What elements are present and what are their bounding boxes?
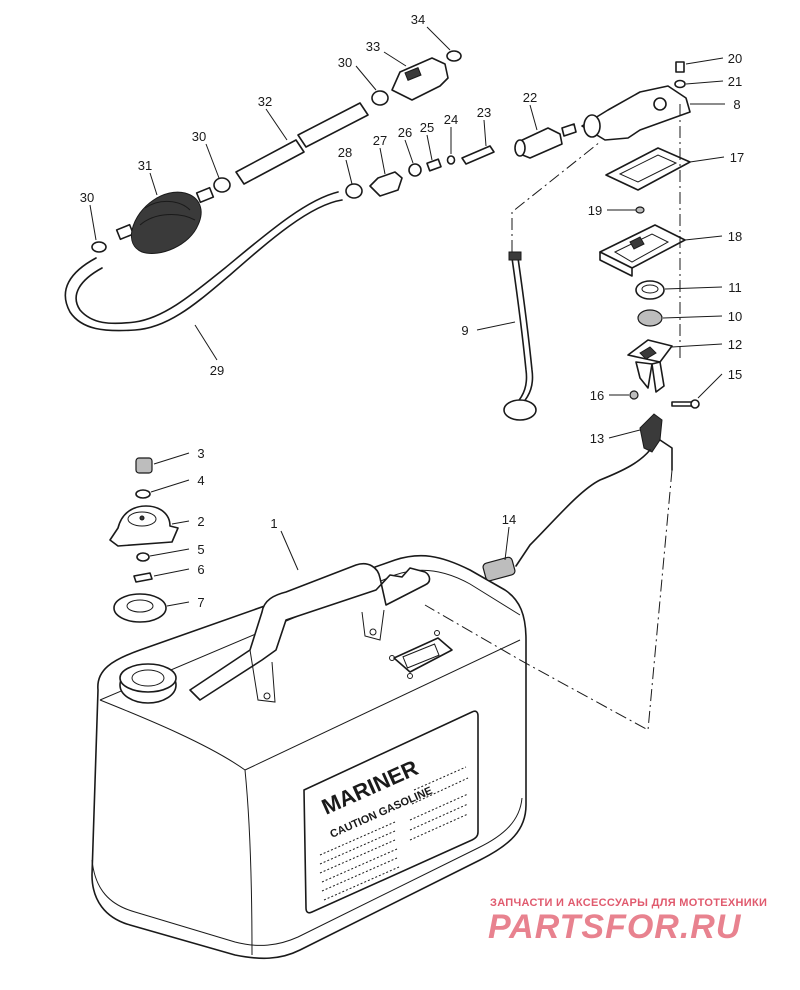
callout-15: 15 <box>728 367 742 382</box>
callout-27: 27 <box>373 133 387 148</box>
watermark: ЗАПЧАСТИ И АКСЕССУАРЫ ДЛЯ МОТОТЕХНИКИ PA… <box>488 897 767 946</box>
fuel-tank: MARINER CAUTION GASOLINE <box>91 554 527 960</box>
callout-19: 19 <box>588 203 602 218</box>
callout-33: 33 <box>366 39 380 54</box>
callout-34: 34 <box>411 12 425 27</box>
callout-30c: 30 <box>80 190 94 205</box>
callout-20: 20 <box>728 51 742 66</box>
assembly-centerlines <box>424 104 681 731</box>
callout-numbers: 1234567891011121314151617181920212223242… <box>80 12 744 610</box>
fuel-gauge-assembly <box>482 61 700 582</box>
callout-32: 32 <box>258 94 272 109</box>
callout-16: 16 <box>590 388 604 403</box>
callout-21: 21 <box>728 74 742 89</box>
watermark-tagline: ЗАПЧАСТИ И АКСЕССУАРЫ ДЛЯ МОТОТЕХНИКИ <box>490 897 767 909</box>
callout-5: 5 <box>197 542 204 557</box>
callout-18: 18 <box>728 229 742 244</box>
callout-10: 10 <box>728 309 742 324</box>
filler-cap-assembly <box>109 457 179 623</box>
callout-2: 2 <box>197 514 204 529</box>
callout-11: 11 <box>728 280 742 295</box>
callout-23: 23 <box>477 105 491 120</box>
callout-31: 31 <box>138 158 152 173</box>
fuel-hose-assembly <box>64 50 577 332</box>
watermark-logo: PARTSFOR.RU <box>488 908 742 946</box>
callout-24: 24 <box>444 112 458 127</box>
callout-6: 6 <box>197 562 204 577</box>
callout-14: 14 <box>502 512 516 527</box>
callout-12: 12 <box>728 337 742 352</box>
callout-4: 4 <box>197 473 204 488</box>
callout-26: 26 <box>398 125 412 140</box>
primer-bulb <box>115 186 215 254</box>
callout-22: 22 <box>523 90 537 105</box>
callout-30: 30 <box>338 55 352 70</box>
callout-17: 17 <box>730 150 744 165</box>
callout-28: 28 <box>338 145 352 160</box>
callout-3: 3 <box>197 446 204 461</box>
leader-lines <box>89 26 725 607</box>
callout-13: 13 <box>590 431 604 446</box>
callout-8: 8 <box>733 97 740 112</box>
callout-1: 1 <box>270 516 277 531</box>
callout-7: 7 <box>197 595 204 610</box>
callout-9: 9 <box>461 323 468 338</box>
callout-30b: 30 <box>192 129 206 144</box>
callout-29: 29 <box>210 363 224 378</box>
callout-25: 25 <box>420 120 434 135</box>
